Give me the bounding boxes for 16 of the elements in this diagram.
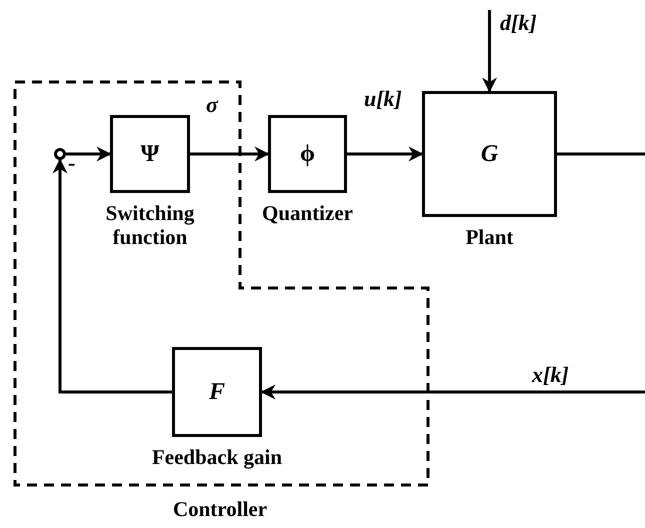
group-caption: Controller	[172, 497, 268, 521]
block-caption: Plant	[464, 225, 514, 249]
block-caption: Switching function	[104, 201, 196, 249]
connector-arrow	[52, 158, 172, 394]
transfer-block: F	[172, 347, 262, 437]
sign-label: -	[68, 152, 76, 174]
block-caption: Quantizer	[261, 201, 354, 225]
transfer-block: G	[422, 91, 557, 217]
signal-arrow	[347, 146, 424, 162]
signal-arrow	[482, 10, 497, 92]
signal-arrow	[190, 146, 270, 162]
signal-arrow	[260, 384, 645, 400]
block-caption: Feedback gain	[150, 445, 284, 469]
transfer-block: ϕ	[268, 115, 347, 193]
connector-arrow	[66, 146, 112, 162]
transfer-block: Ψ	[110, 115, 190, 193]
